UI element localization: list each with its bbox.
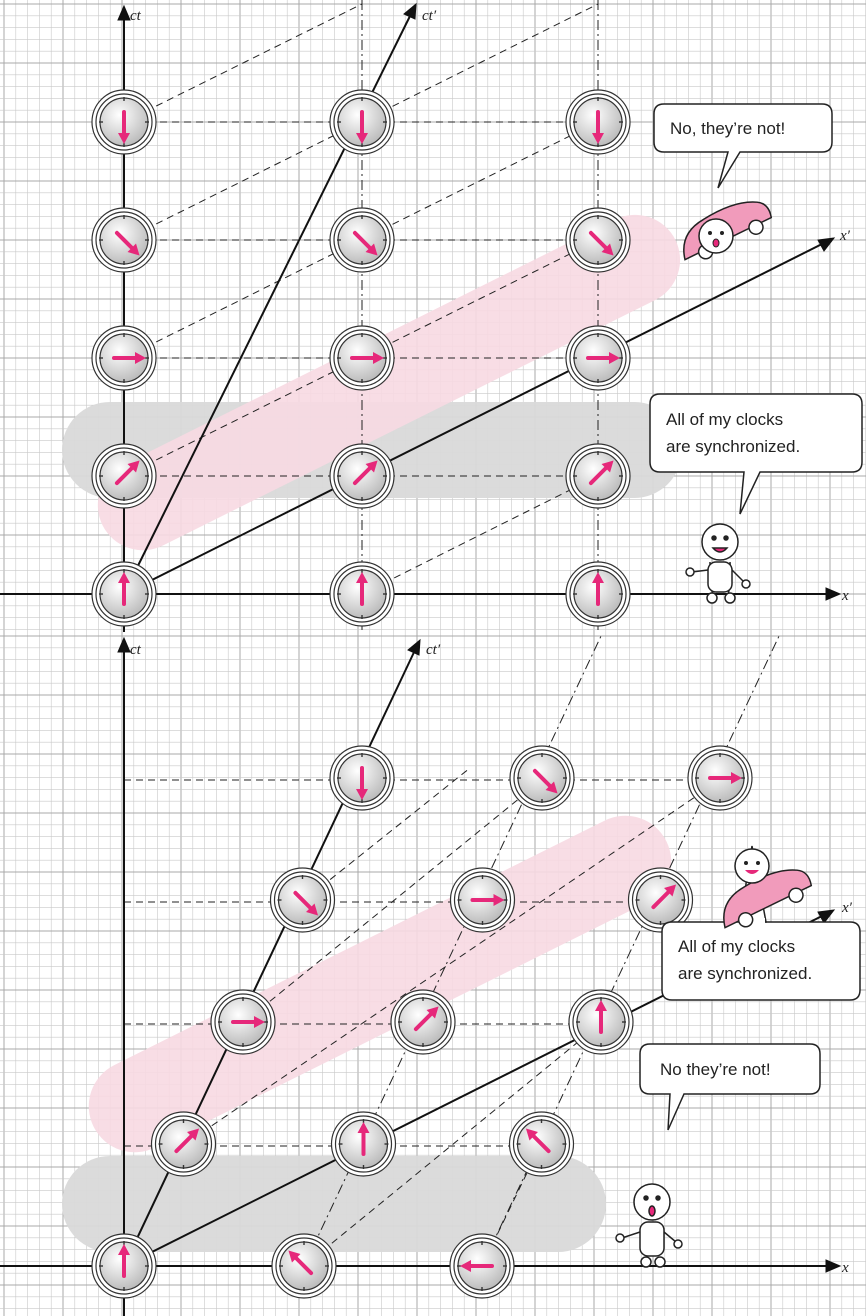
ct-prime-axis-label: ct′	[426, 642, 441, 658]
x-axis-label: x	[841, 1260, 849, 1276]
ground-speech-line-2: are synchronized.	[666, 437, 800, 456]
ct-axis-label: ct	[130, 642, 142, 658]
clock-icon	[211, 990, 275, 1054]
x-prime-axis-label: x′	[841, 900, 853, 916]
clock-icon	[510, 746, 574, 810]
clock-icon	[688, 746, 752, 810]
bottom-spacetime-diagram: ct ct′ x x′ All of my clocks are synchro…	[0, 632, 866, 1316]
x-axis-label: x	[841, 588, 849, 604]
clock-icon	[272, 1234, 336, 1298]
ground-speech-text: No they’re not!	[660, 1060, 771, 1079]
ground-speech-line-1: All of my clocks	[666, 410, 783, 429]
speech-bubble-icon	[662, 922, 860, 1000]
clock-icon	[271, 868, 335, 932]
car-speech-line-2: are synchronized.	[678, 964, 812, 983]
clock-icon	[566, 208, 630, 272]
clock-icon	[566, 562, 630, 626]
clock-icon	[92, 326, 156, 390]
clock-icon	[391, 990, 455, 1054]
stick-figure-head-icon	[699, 219, 733, 253]
clock-icon	[569, 990, 633, 1054]
clock-icon	[330, 208, 394, 272]
clock-icon	[330, 326, 394, 390]
car-speech-line-1: All of my clocks	[678, 937, 795, 956]
clock-icon	[92, 90, 156, 154]
clock-icon	[330, 90, 394, 154]
clock-icon	[92, 562, 156, 626]
clock-icon	[330, 562, 394, 626]
ct-prime-axis-label: ct′	[422, 8, 437, 24]
top-spacetime-diagram: ct ct′ x x′ No, they’re not! All of my c…	[0, 0, 866, 632]
stick-figure-head-icon	[735, 849, 769, 883]
clock-icon	[92, 208, 156, 272]
clock-icon	[566, 444, 630, 508]
clock-icon	[566, 326, 630, 390]
clock-icon	[330, 444, 394, 508]
car-speech-text: No, they’re not!	[670, 119, 785, 138]
clock-icon	[566, 90, 630, 154]
clock-icon	[450, 1234, 514, 1298]
clock-icon	[451, 868, 515, 932]
x-prime-axis-label: x′	[839, 228, 851, 244]
clock-icon	[332, 1112, 396, 1176]
clock-icon	[510, 1112, 574, 1176]
clock-icon	[92, 444, 156, 508]
car-driver	[699, 219, 733, 253]
car-driver	[735, 849, 769, 883]
clock-icon	[152, 1112, 216, 1176]
clock-icon	[330, 746, 394, 810]
clock-icon	[92, 1234, 156, 1298]
ct-axis-label: ct	[130, 8, 142, 24]
